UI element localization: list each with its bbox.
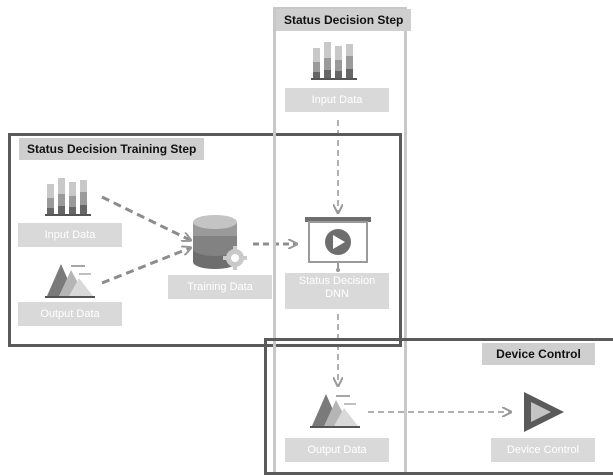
training-data-label: Training Data [168,275,272,299]
area-chart-icon [310,394,360,428]
bar-chart-icon [45,178,91,216]
input-data-left-label: Input Data [18,223,122,247]
status-step-title: Status Decision Step [276,9,412,31]
device-control-label: Device Control [491,438,595,462]
dnn-label-line1: Status Decision [298,275,376,287]
input-data-top-label: Input Data [285,88,389,112]
database-gear-icon [193,215,247,270]
training-step-title: Status Decision Training Step [19,138,205,160]
output-data-bottom-label: Output Data [285,438,389,462]
bar-chart-icon [311,42,357,80]
arrow-input-to-training [101,195,190,240]
arrow-output-to-training [101,248,190,285]
device-control-frame [264,338,613,475]
output-data-left-label: Output Data [18,302,122,326]
dnn-label-line2: DNN [325,288,349,300]
training-step-frame [8,133,402,347]
device-control-title: Device Control [482,343,595,365]
video-play-icon [305,217,371,272]
play-triangle-icon [524,392,564,432]
area-chart-icon [45,264,95,298]
dnn-label: Status Decision DNN [285,273,389,309]
